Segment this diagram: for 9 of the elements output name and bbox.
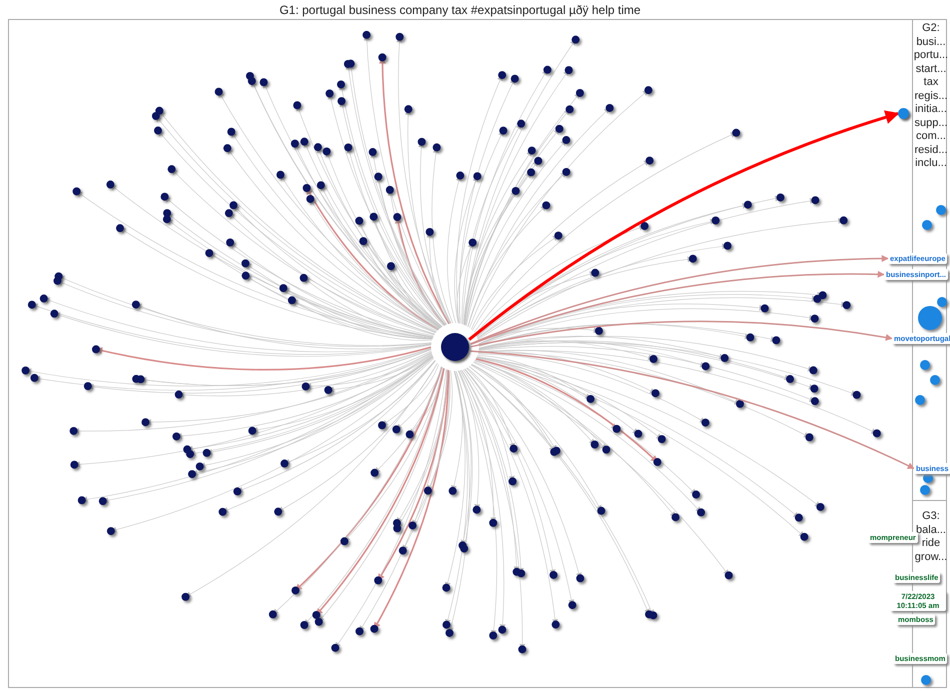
- arrow: [470, 270, 885, 346]
- group-label: G2: busi... portu... start... tax regis... initia... supp... com... resid... inclu...: [913, 22, 949, 170]
- arrow: [470, 255, 889, 344]
- arrow: [470, 320, 893, 348]
- network-node: [441, 333, 469, 361]
- arrow: [470, 350, 915, 470]
- arrow: [468, 110, 900, 341]
- network-node: [898, 108, 909, 119]
- graph-title: G1: portugal business company tax #expatsinportugal µðÿ help time: [278, 3, 642, 17]
